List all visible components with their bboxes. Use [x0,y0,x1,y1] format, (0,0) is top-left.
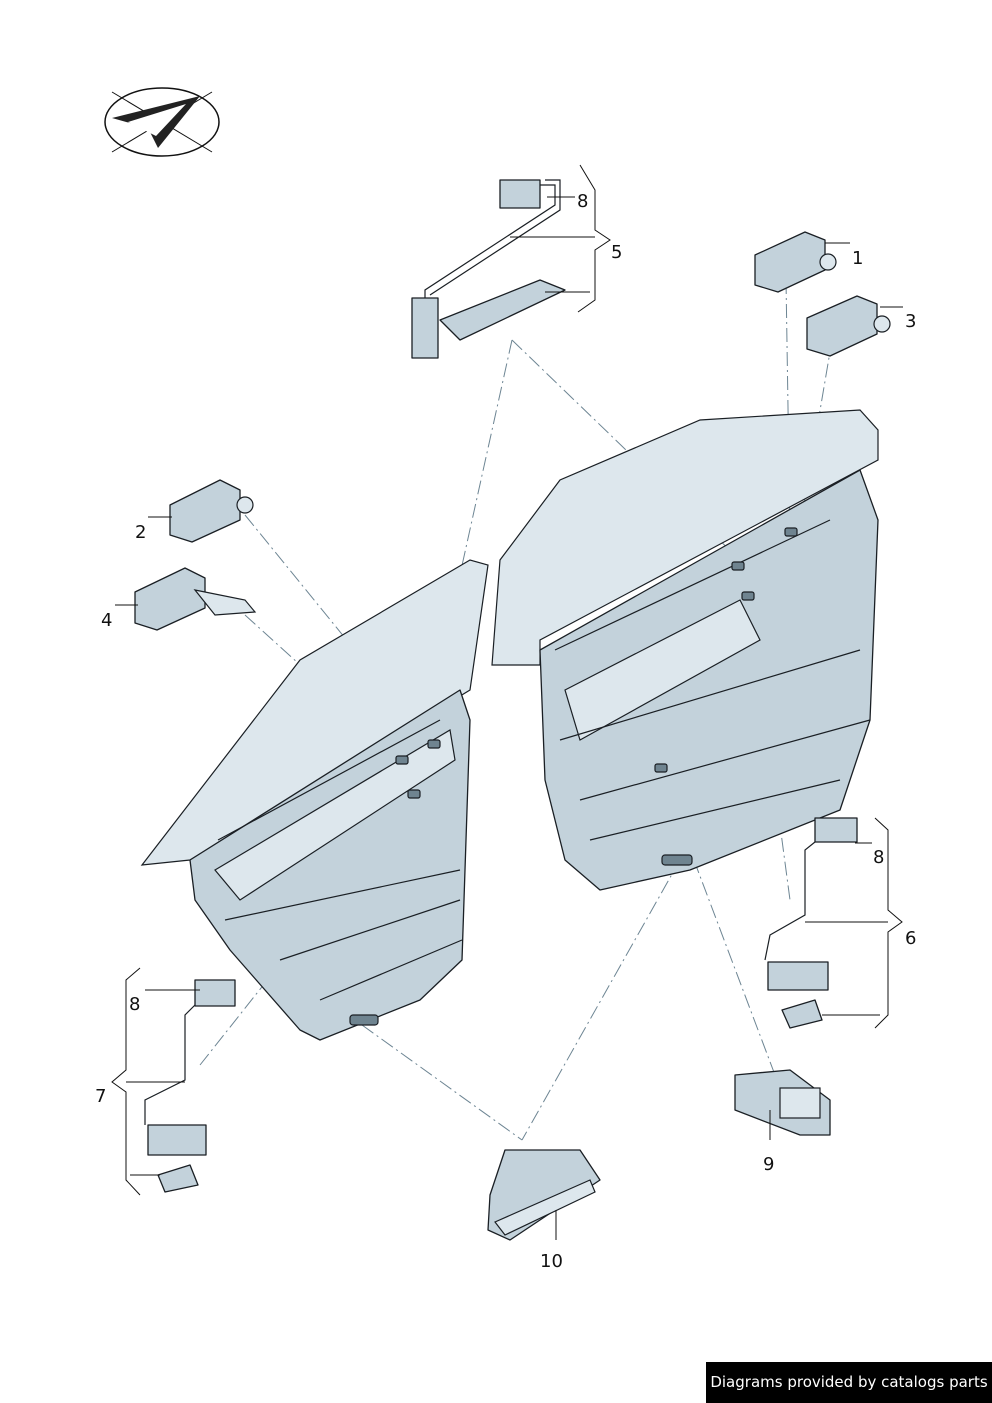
part-7-harness [144,979,236,1193]
part-3-switch [806,295,891,357]
callout-1: 1 [852,248,863,269]
callout-leaders [111,164,903,1240]
callout-2: 2 [135,522,146,543]
part-2-switch [169,479,254,543]
footer-credit: Diagrams provided by catalogs parts [706,1362,992,1403]
part-4-switch [134,567,257,631]
callout-3: 3 [905,311,916,332]
part-5-light-harness [411,179,566,359]
callout-5: 5 [611,242,622,263]
callout-8-left: 8 [129,994,140,1015]
front-door-panel [491,409,879,891]
rear-door-panel [140,559,489,1041]
part-1-switch [754,231,837,293]
part-6-harness [764,817,858,1029]
callout-7: 7 [95,1086,106,1107]
callout-9: 9 [763,1154,774,1175]
callout-8-top: 8 [577,191,588,212]
callout-4: 4 [101,610,112,631]
callout-10: 10 [540,1251,563,1272]
callout-6: 6 [905,928,916,949]
part-10-lamp [487,1149,601,1241]
brand-logo-icon [104,87,220,157]
part-9-lamp [734,1069,831,1136]
callout-8-right: 8 [873,847,884,868]
